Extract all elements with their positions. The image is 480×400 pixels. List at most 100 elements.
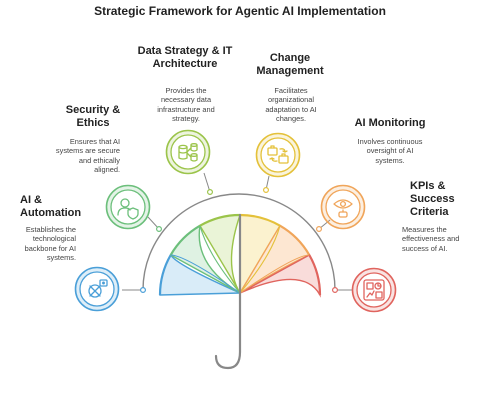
umbrella-rib	[239, 225, 281, 294]
change-management-callout	[255, 132, 301, 194]
security-ethics-title: Security & Ethics	[52, 104, 134, 130]
icon-part	[366, 282, 374, 290]
icon-part	[88, 284, 102, 298]
icon-bubble-inner	[356, 272, 392, 308]
icon-part	[270, 145, 275, 149]
kpis-desc-line: success of AI.	[402, 243, 448, 253]
umbrella-rib	[170, 254, 241, 294]
change-management-desc-line: Facilitates	[274, 86, 308, 95]
connector-dot	[140, 287, 147, 294]
icon-part	[375, 291, 383, 299]
ai-monitoring-title: AI Monitoring	[342, 117, 438, 130]
umbrella-outer-arc	[142, 193, 336, 291]
icon-part	[190, 144, 198, 152]
umbrella-panel-edge	[169, 224, 201, 256]
data-strategy-desc-line: necessary data	[160, 95, 212, 105]
umbrella-rib	[239, 254, 310, 294]
security-ethics-description: Ensures that AI systems are secure and e…	[44, 137, 120, 175]
security-ethics-desc-line: systems are secure	[55, 146, 120, 156]
ai-automation-desc-line: technological	[32, 234, 76, 244]
umbrella-panel-edge	[158, 254, 172, 296]
umbrella-canopy	[158, 213, 322, 298]
change-management-title-line: Change	[269, 52, 311, 64]
icon-part	[281, 153, 286, 157]
ai-monitoring-callout	[316, 184, 366, 233]
data-strategy-desc-line: strategy.	[172, 114, 200, 124]
icon-part	[89, 285, 101, 297]
connector-dot	[316, 226, 323, 233]
security-ethics-desc-line: and ethically	[78, 155, 120, 165]
ai-automation-title-line: AI &	[20, 194, 42, 206]
data-strategy-callout	[165, 129, 214, 196]
icon-part	[278, 155, 289, 164]
change-management-desc-line: organizational	[267, 95, 315, 105]
kpis-callout	[332, 267, 397, 313]
ai-automation-description: Establishes the technological backbone f…	[8, 225, 76, 263]
umbrella-panel-edge	[279, 224, 311, 256]
icon-part	[127, 207, 139, 220]
kpis-description: Measures the effectiveness and success o…	[402, 225, 474, 253]
icon-part	[102, 281, 105, 285]
security-ethics-callout	[105, 184, 163, 233]
ai-monitoring-title-line: AI Monitoring	[354, 117, 426, 129]
icon-part	[339, 200, 347, 208]
security-ethics-desc-line: Ensures that AI	[69, 137, 120, 146]
ai-automation-callout	[74, 266, 147, 312]
change-management-title-line: Management	[256, 65, 324, 77]
connector-line	[203, 172, 211, 193]
security-ethics-title-line: Ethics	[76, 117, 110, 129]
ai-monitoring-desc-line: systems.	[375, 155, 405, 165]
user-shield-icon	[117, 198, 139, 220]
dashboard-icon	[363, 279, 385, 301]
data-strategy-description: Provides the necessary data infrastructu…	[145, 86, 227, 124]
ai-monitoring-desc-line: Involves continuous	[357, 137, 423, 146]
icon-part	[186, 147, 192, 158]
kpis-desc-line: effectiveness and	[402, 234, 460, 244]
data-strategy-title: Data Strategy & IT Architecture	[130, 45, 240, 71]
briefcase-exchange-icon	[267, 145, 289, 164]
database-icon	[178, 143, 198, 162]
data-strategy-desc-line: infrastructure and	[157, 104, 215, 114]
data-strategy-desc-line: Provides the	[165, 86, 207, 95]
icon-part	[120, 198, 130, 208]
umbrella-panel-edge	[239, 213, 281, 227]
change-management-desc-line: changes.	[276, 114, 306, 124]
icon-bubble-inner	[170, 134, 206, 170]
ai-automation-title: AI & Automation	[20, 194, 100, 220]
ai-automation-desc-line: systems.	[46, 253, 76, 263]
security-ethics-desc-line: aligned.	[94, 165, 120, 175]
kpis-title-line: Success	[410, 193, 455, 205]
ai-monitoring-desc-line: oversight of AI	[366, 146, 414, 156]
connector-dot	[207, 189, 214, 196]
icon-part	[190, 154, 198, 162]
icon-part	[178, 146, 188, 160]
umbrella-handle	[214, 213, 242, 370]
ai-automation-desc-line: Establishes the	[25, 225, 76, 234]
umbrella-panel-edge	[199, 213, 241, 227]
icon-part	[366, 290, 375, 298]
icon-part	[363, 279, 385, 301]
robot-connection-icon	[88, 279, 108, 298]
ai-automation-desc-line: backbone for AI	[24, 243, 76, 253]
monitoring-eye-icon	[333, 199, 353, 218]
kpis-title: KPIs & Success Criteria	[410, 180, 470, 219]
icon-part	[99, 279, 108, 287]
data-strategy-title-line: Architecture	[152, 58, 218, 70]
connector-dot	[263, 187, 270, 194]
data-strategy-title-line: Data Strategy & IT	[137, 45, 233, 57]
icon-bubble-inner	[110, 189, 146, 225]
kpis-title-line: KPIs &	[410, 180, 446, 192]
icon-part	[333, 199, 353, 209]
connector-dot	[332, 287, 339, 294]
umbrella-panel-edge	[308, 254, 322, 296]
change-management-title: Change Management	[248, 52, 332, 78]
icon-part	[267, 147, 278, 156]
change-management-desc-line: adaptation to AI	[265, 104, 317, 114]
security-ethics-title-line: Security &	[65, 104, 121, 116]
diagram-title: Strategic Framework for Agentic AI Imple…	[94, 4, 386, 18]
connector-dot	[156, 226, 163, 233]
kpis-desc-line: Measures the	[402, 225, 447, 234]
change-management-description: Facilitates organizational adaptation to…	[252, 86, 330, 124]
